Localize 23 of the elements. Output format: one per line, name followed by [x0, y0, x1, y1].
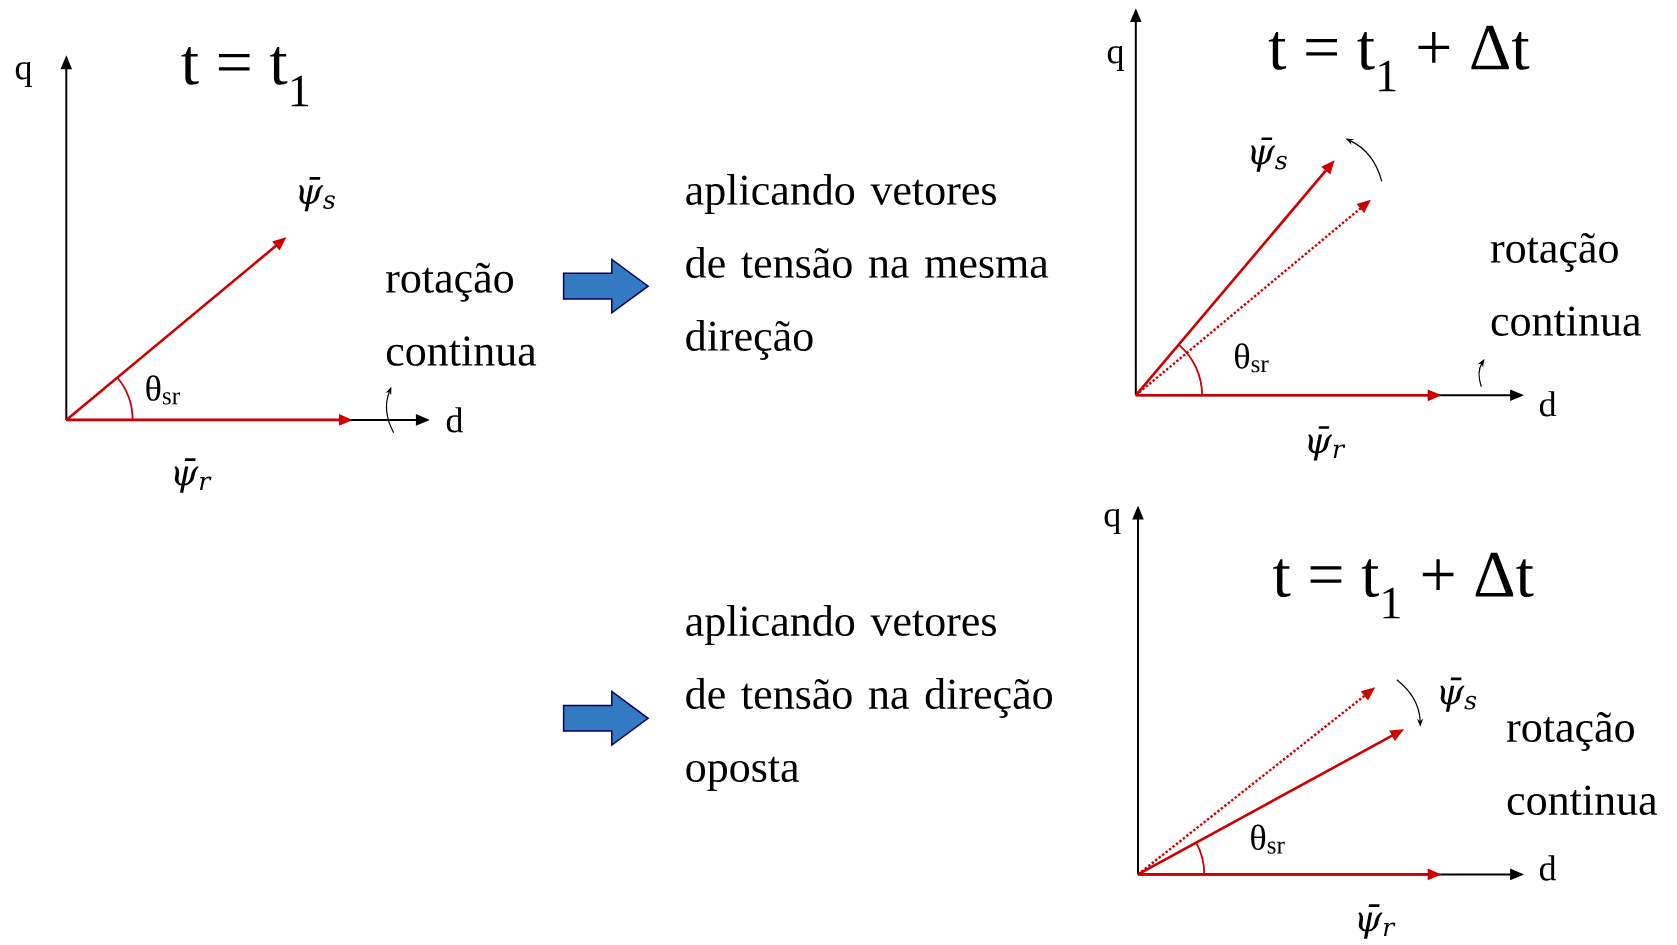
vector-label: ψ̄$_{s}$ — [1440, 677, 1477, 712]
vector-label: ψ̄$_{s}$ — [1251, 137, 1287, 172]
title: t = t$_{1}$ + Δt — [1268, 25, 1530, 92]
note-text: aplicando vetores de tensão na mesma direção — [686, 174, 1049, 360]
axis-label: q — [1107, 45, 1124, 71]
axis-label: q — [15, 61, 32, 87]
note-text: aplicando vetores de tensão na direção oposta — [686, 605, 1052, 791]
vector-label: ψ̄$_{r}$ — [1308, 426, 1346, 461]
axis-label: d — [446, 407, 464, 433]
note-text: rotação continua — [1507, 712, 1658, 816]
axis-label: d — [1539, 391, 1557, 417]
title: t = t$_{1}$ — [181, 47, 308, 107]
title: t = t$_{1}$ + Δt — [1273, 552, 1534, 619]
axis-label: d — [1539, 855, 1557, 881]
angle-label: θ$_{sr}$ — [146, 375, 180, 405]
vector-label: ψ̄$_{r}$ — [1358, 904, 1396, 939]
angle-label: θ$_{sr}$ — [1251, 824, 1285, 854]
vector-label: ψ̄$_{s}$ — [299, 177, 335, 212]
angle-label: θ$_{sr}$ — [1235, 343, 1269, 373]
axis-label: q — [1104, 509, 1121, 534]
vector-label: ψ̄$_{r}$ — [174, 458, 212, 493]
note-text: rotação continua — [1490, 232, 1641, 336]
note-text: rotação continua — [386, 262, 537, 366]
